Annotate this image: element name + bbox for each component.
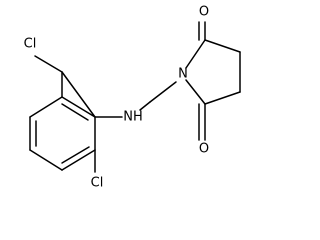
ring-bond-5 (29, 149, 63, 171)
bond-nh-to-ch2 (139, 101, 151, 111)
ring-double-bond-3 (61, 146, 90, 164)
imide-bond-c4-c5 (204, 91, 241, 105)
ring-double-bond-2 (61, 103, 89, 121)
benzene-ring (29, 55, 96, 171)
atom-label-cl-bottom: Cl (91, 176, 104, 191)
atom-label-cl-top: Cl (24, 37, 37, 52)
atom-label-nh: NH (123, 110, 143, 125)
imide-bond-c5-n (185, 79, 206, 105)
ring-bond-7 (29, 96, 63, 118)
succinimide-ring (185, 21, 241, 141)
bond-ch2-to-n (149, 81, 177, 103)
ring-bond-8 (61, 96, 96, 118)
ring-bond-1 (34, 55, 63, 73)
atom-label-o-bottom: O (199, 142, 209, 157)
imide-bond-c2-c3 (204, 39, 241, 53)
chemical-structure-diagram: Cl Cl NH N O O (24, 5, 241, 191)
ring-bond-4 (61, 149, 96, 171)
atom-label-o-top: O (199, 5, 209, 20)
imide-bond-n-c2 (185, 39, 206, 69)
ring-bond-2 (61, 71, 96, 118)
atom-label-imide-n: N (178, 67, 188, 82)
